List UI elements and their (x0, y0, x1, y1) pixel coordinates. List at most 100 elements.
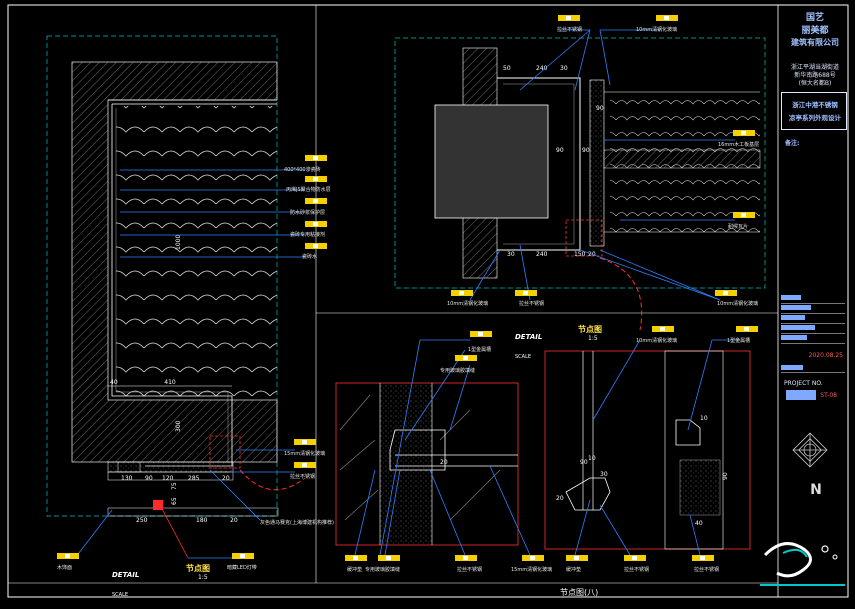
address-line1: 浙江平湖当湖街道 (790, 64, 839, 71)
annotation-label: 拉丝不锈钢 (290, 474, 316, 480)
svg-text:150: 150 (574, 251, 586, 258)
svg-text:30: 30 (560, 65, 568, 72)
tag-marker (57, 553, 79, 559)
svg-text:90: 90 (145, 475, 153, 482)
tag-marker (305, 198, 327, 204)
tag-marker (736, 326, 758, 332)
annotation-label: 瓷砖专用粘接剂 (290, 232, 326, 238)
annotation-label: 缓冲垫 (347, 567, 363, 573)
node-title-bottom: 节点图 (578, 325, 602, 334)
annotation-label: 灰色通马赛克(上海博建机构推荐) (260, 520, 334, 526)
svg-text:20: 20 (222, 475, 230, 482)
project-box (781, 92, 847, 130)
tag-marker (692, 555, 714, 561)
sheet-title: 节点图(八) (560, 588, 599, 597)
tag-marker (566, 555, 588, 561)
project-line2: 凉亭系列外观设计 (789, 114, 841, 122)
tag-marker (656, 15, 678, 21)
sheet-frame (7, 4, 849, 598)
address-line2: 新华南路688号 (794, 72, 836, 79)
annotation-label: 拉丝不锈钢 (694, 567, 720, 573)
tag-marker (455, 355, 477, 361)
date-text: 2020.08.25 (808, 352, 843, 359)
node-scale-bottom: 1:5 (588, 335, 598, 342)
svg-text:40: 40 (110, 379, 118, 386)
svg-text:40: 40 (695, 520, 703, 527)
annotation-label: 10mm清钢化玻璃 (447, 301, 489, 307)
svg-text:20: 20 (440, 459, 448, 466)
svg-text:90: 90 (556, 147, 564, 154)
company-line2: 丽美都 (801, 26, 829, 36)
annotation-label: 拉丝不锈钢 (557, 27, 583, 33)
annotation-label: 瓷砖水 (302, 254, 318, 260)
tag-marker (305, 176, 327, 182)
svg-text:130: 130 (121, 475, 133, 482)
svg-text:20: 20 (556, 495, 564, 502)
svg-text:1000: 1000 (175, 235, 182, 250)
annotation-label: 拉丝不锈钢 (457, 567, 483, 573)
tag-marker (515, 290, 537, 296)
annotation-label: 拉丝不锈钢 (624, 567, 650, 573)
dim: 410 (164, 379, 176, 386)
tag-marker (470, 331, 492, 337)
detail-badge-bottom: DETAIL SCALE (515, 333, 543, 360)
top-right-boundary (394, 37, 766, 289)
annotation-label: 16mm木工板基层 (718, 142, 760, 148)
left-tile-field (116, 106, 277, 396)
svg-text:240: 240 (536, 251, 548, 258)
tag-marker (522, 555, 544, 561)
tag-marker (305, 243, 327, 249)
annotation-label: 15mm清钢化玻璃 (511, 567, 553, 573)
annotation-label: 1型金属槽 (468, 347, 492, 353)
annotation-label: 防水砂浆保护层 (290, 210, 326, 216)
tag-marker (451, 290, 473, 296)
north-arrow-label: N (810, 482, 822, 498)
svg-text:75: 75 (171, 482, 178, 490)
svg-text:50: 50 (503, 65, 511, 72)
svg-text:240: 240 (536, 65, 548, 72)
svg-text:90: 90 (582, 147, 590, 154)
annotation-label: 木饰面 (57, 565, 73, 571)
svg-text:90: 90 (596, 105, 604, 112)
annotation-label: 10mm清钢化玻璃 (636, 338, 678, 344)
svg-text:250: 250 (136, 517, 148, 524)
tag-marker (378, 555, 400, 561)
tag-marker (305, 221, 327, 227)
svg-text:90: 90 (580, 459, 588, 466)
node-title-left: 节点图 (186, 564, 210, 573)
tag-marker (232, 553, 254, 559)
project-no: ST-08 (820, 392, 837, 399)
column-block (434, 104, 549, 219)
tag-marker (345, 555, 367, 561)
svg-text:90: 90 (722, 472, 729, 480)
annotation-label: 1型金属槽 (727, 338, 751, 344)
svg-text:300: 300 (175, 420, 182, 432)
annotation-label: 15mm清钢化玻璃 (284, 451, 326, 457)
company-line3: 建筑有限公司 (791, 38, 839, 47)
annotation-label: 耐候瓦片 (728, 224, 749, 230)
annotation-label: 拉丝不锈钢 (519, 301, 545, 307)
left-section-view: 410 40 1000 300 130 90 120 285 20 250 18… (46, 35, 306, 524)
svg-text:65: 65 (171, 497, 178, 505)
svg-text:30: 30 (507, 251, 515, 258)
tag-marker (294, 462, 316, 468)
annotation-label: 暗藏LED灯带 (227, 565, 257, 571)
svg-text:180: 180 (196, 517, 208, 524)
tag-marker (624, 555, 646, 561)
top-right-section-view: 50 240 30 90 90 30 240 150 20 90 (394, 37, 766, 331)
bottom-right-frame (544, 350, 751, 550)
tag-marker (715, 290, 737, 296)
tag-marker (455, 555, 477, 561)
compass-icon (792, 432, 828, 468)
address-line3: (恒大名都B) (798, 80, 832, 87)
annotation-label: 专用玻璃胶填缝 (440, 368, 476, 374)
company-line1: 国艺 (805, 13, 824, 23)
svg-text:10: 10 (588, 455, 596, 462)
tag-marker (733, 212, 755, 218)
tag-marker (305, 155, 327, 161)
annotation-label: 丙烯JS聚合物防水层 (286, 187, 331, 193)
project-line1: 浙江中港不锈钢 (792, 101, 838, 109)
left-leaders (74, 169, 305, 559)
